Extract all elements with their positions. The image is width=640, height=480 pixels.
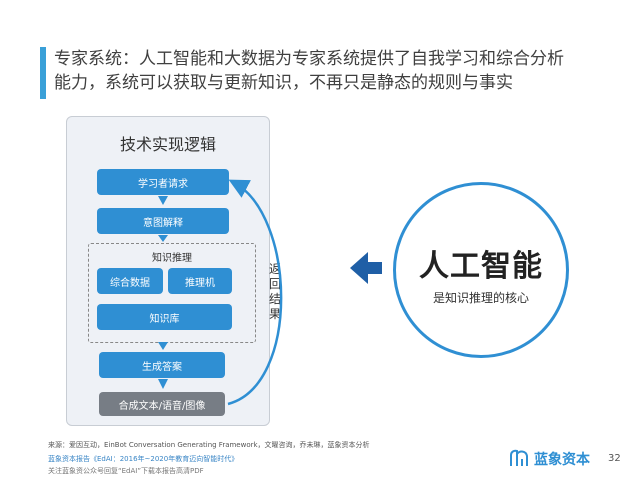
- page-number: 32: [608, 453, 621, 464]
- flow-down-arrows: [158, 196, 168, 389]
- intent-parse-box: 意图解释: [97, 208, 229, 234]
- knowledge-reasoning-label: 知识推理: [152, 253, 192, 264]
- slide-title-line-1: 专家系统：人工智能和大数据为专家系统提供了自我学习和综合分析: [54, 49, 564, 69]
- generate-answer-box: 生成答案: [99, 352, 225, 378]
- synthesize-output-box: 合成文本/语音/图像: [99, 392, 225, 416]
- return-char: 果: [268, 307, 281, 321]
- return-result-label: 返 回 结 果: [268, 262, 282, 322]
- brand-logo: 蓝象资本: [508, 447, 590, 471]
- footer-source: 来源：爱因互动，EinBot Conversation Generating F…: [48, 441, 370, 449]
- return-curve-arrow: [227, 179, 283, 406]
- learner-request-box: 学习者请求: [97, 169, 229, 195]
- down-arrow-icon: [158, 235, 168, 242]
- title-accent-bar: [40, 47, 46, 99]
- comprehensive-data-box: 综合数据: [97, 268, 163, 294]
- slide-title: 专家系统：人工智能和大数据为专家系统提供了自我学习和综合分析 能力，系统可以获取…: [54, 47, 614, 95]
- elephant-logo-icon: [510, 449, 528, 466]
- slide-title-line-2: 能力，系统可以获取与更新知识，不再只是静态的规则与事实: [54, 73, 513, 93]
- brand-logo-text: 蓝象资本: [534, 452, 590, 468]
- ai-core-title: 人工智能: [419, 249, 543, 284]
- footer-note: 关注蓝象资公众号回复“EdAI”下载本报告高清PDF: [48, 467, 204, 475]
- knowledge-reasoning-group: 知识推理: [88, 243, 256, 343]
- ai-core-circle: 人工智能 是知识推理的核心: [393, 182, 569, 358]
- panel-heading: 技术实现逻辑: [119, 135, 216, 154]
- down-arrow-icon: [158, 342, 168, 350]
- ai-core-subtitle: 是知识推理的核心: [432, 291, 529, 305]
- knowledge-base-box: 知识库: [97, 304, 232, 330]
- return-char: 回: [268, 277, 281, 291]
- return-char: 结: [268, 292, 281, 306]
- down-arrow-icon: [158, 379, 168, 389]
- reasoning-engine-box: 推理机: [168, 268, 232, 294]
- down-arrow-icon: [158, 196, 168, 205]
- left-arrow-icon: [350, 252, 382, 284]
- footer-report: 蓝象资本报告《EdAI：2016年~2020年教育迈向智能时代》: [48, 455, 239, 463]
